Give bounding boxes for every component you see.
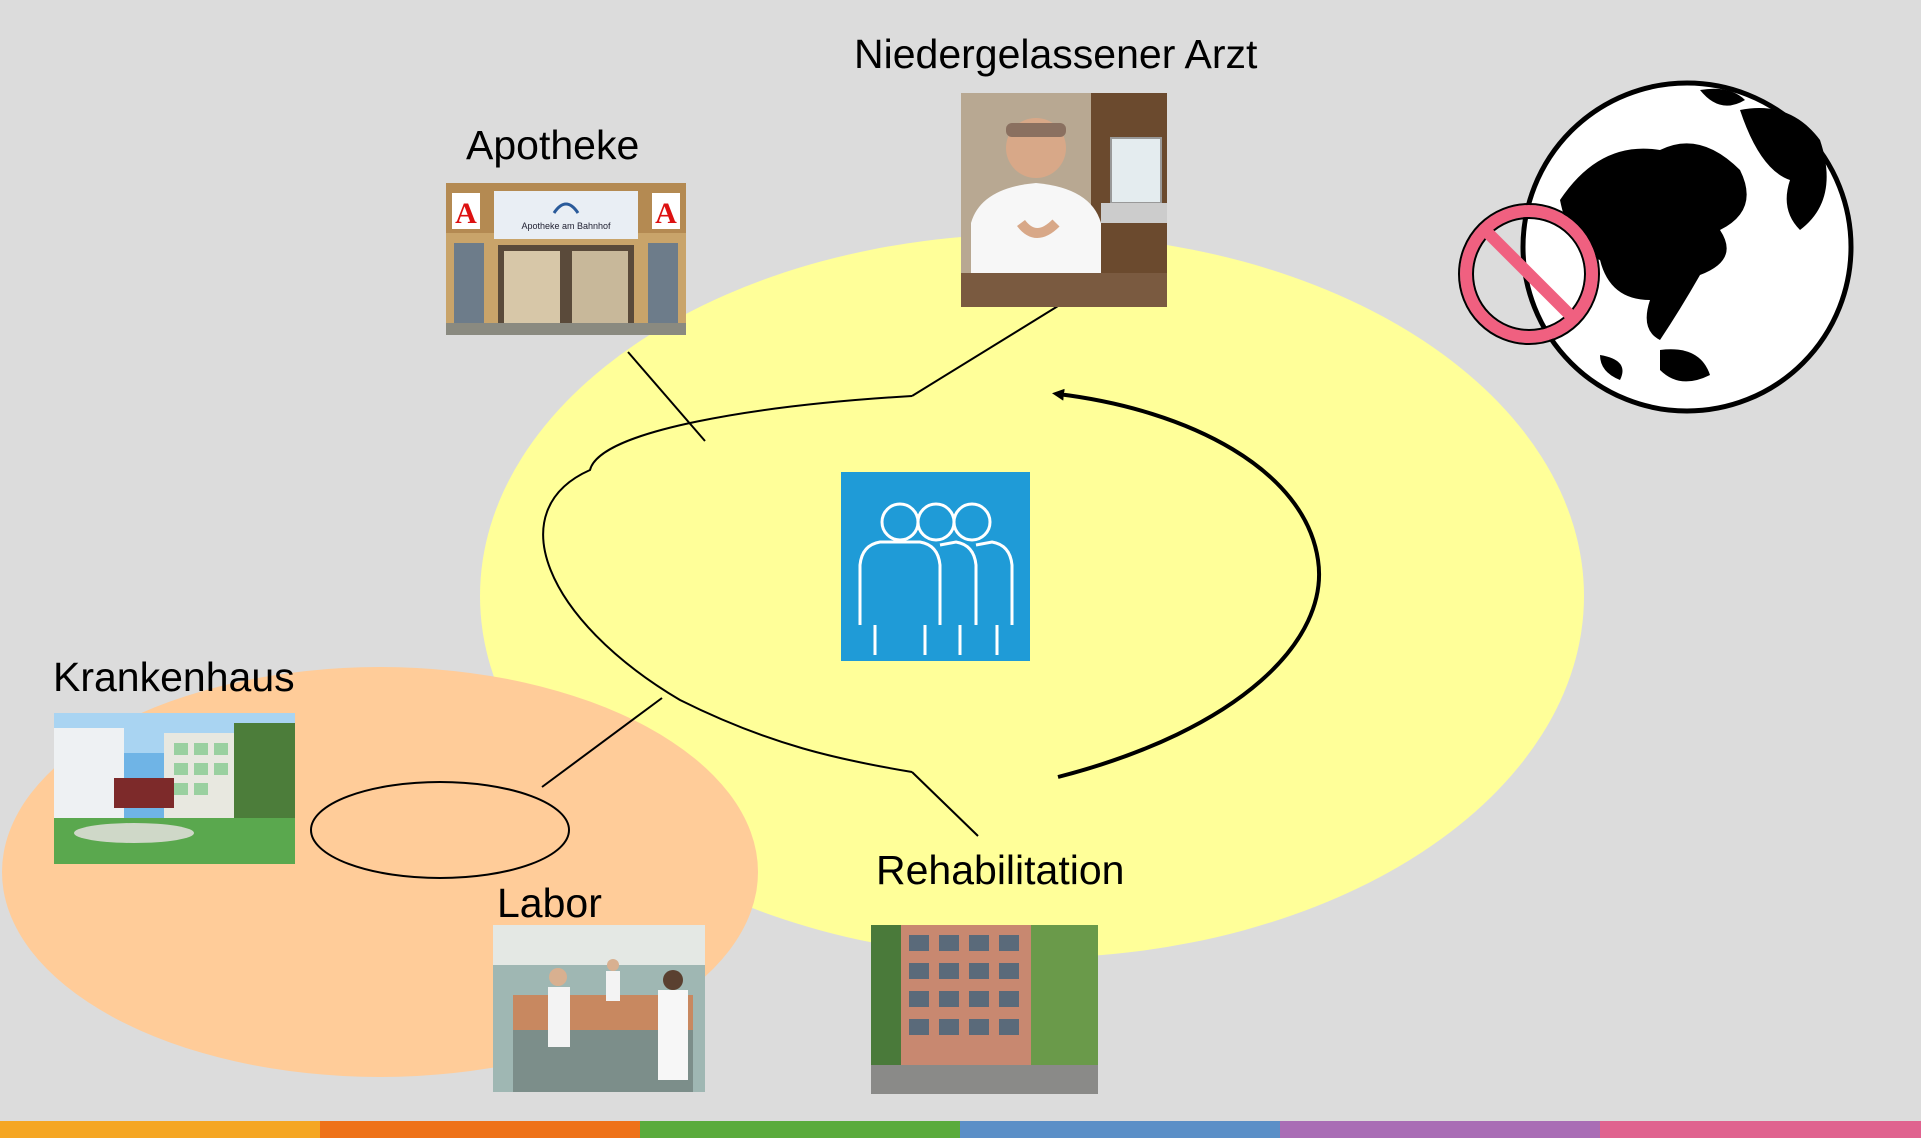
- photo-krankenhaus: [54, 713, 295, 864]
- footer-strip-dark-orange: [320, 1121, 640, 1138]
- hospital-lab-loop: [310, 781, 570, 879]
- connector-apotheke: [627, 351, 706, 442]
- label-labor: Labor: [497, 880, 602, 926]
- connector-labor: [541, 697, 663, 788]
- label-krankenhaus: Krankenhaus: [53, 654, 295, 700]
- care-region-ellipse: [480, 234, 1584, 958]
- footer-strip-orange: [0, 1121, 320, 1138]
- connector-arzt: [911, 305, 1059, 397]
- prohibited-icon: [1458, 203, 1600, 345]
- photo-arzt: [961, 93, 1167, 307]
- cycle-direction-arrow: [1052, 388, 1322, 779]
- care-cycle-loop: [542, 395, 913, 773]
- photo-apotheke: Apotheke am Bahnhof A A: [446, 183, 686, 335]
- label-arzt: Niedergelassener Arzt: [854, 31, 1258, 77]
- label-rehabilitation: Rehabilitation: [876, 847, 1125, 893]
- apotheke-logo-left: A: [455, 197, 477, 230]
- globe-icon: [1520, 80, 1854, 414]
- apotheke-sign-text: Apotheke am Bahnhof: [521, 221, 611, 231]
- connector-rehabilitation: [911, 771, 979, 837]
- apotheke-logo-right: A: [655, 197, 677, 230]
- people-group-icon: [841, 472, 1030, 661]
- footer-strip-green: [640, 1121, 960, 1138]
- label-apotheke: Apotheke: [466, 122, 640, 168]
- footer-strip-pink: [1600, 1121, 1921, 1138]
- photo-rehabilitation: [871, 925, 1098, 1094]
- photo-labor: [493, 925, 705, 1092]
- footer-strip-blue: [960, 1121, 1280, 1138]
- footer-strip-purple: [1280, 1121, 1600, 1138]
